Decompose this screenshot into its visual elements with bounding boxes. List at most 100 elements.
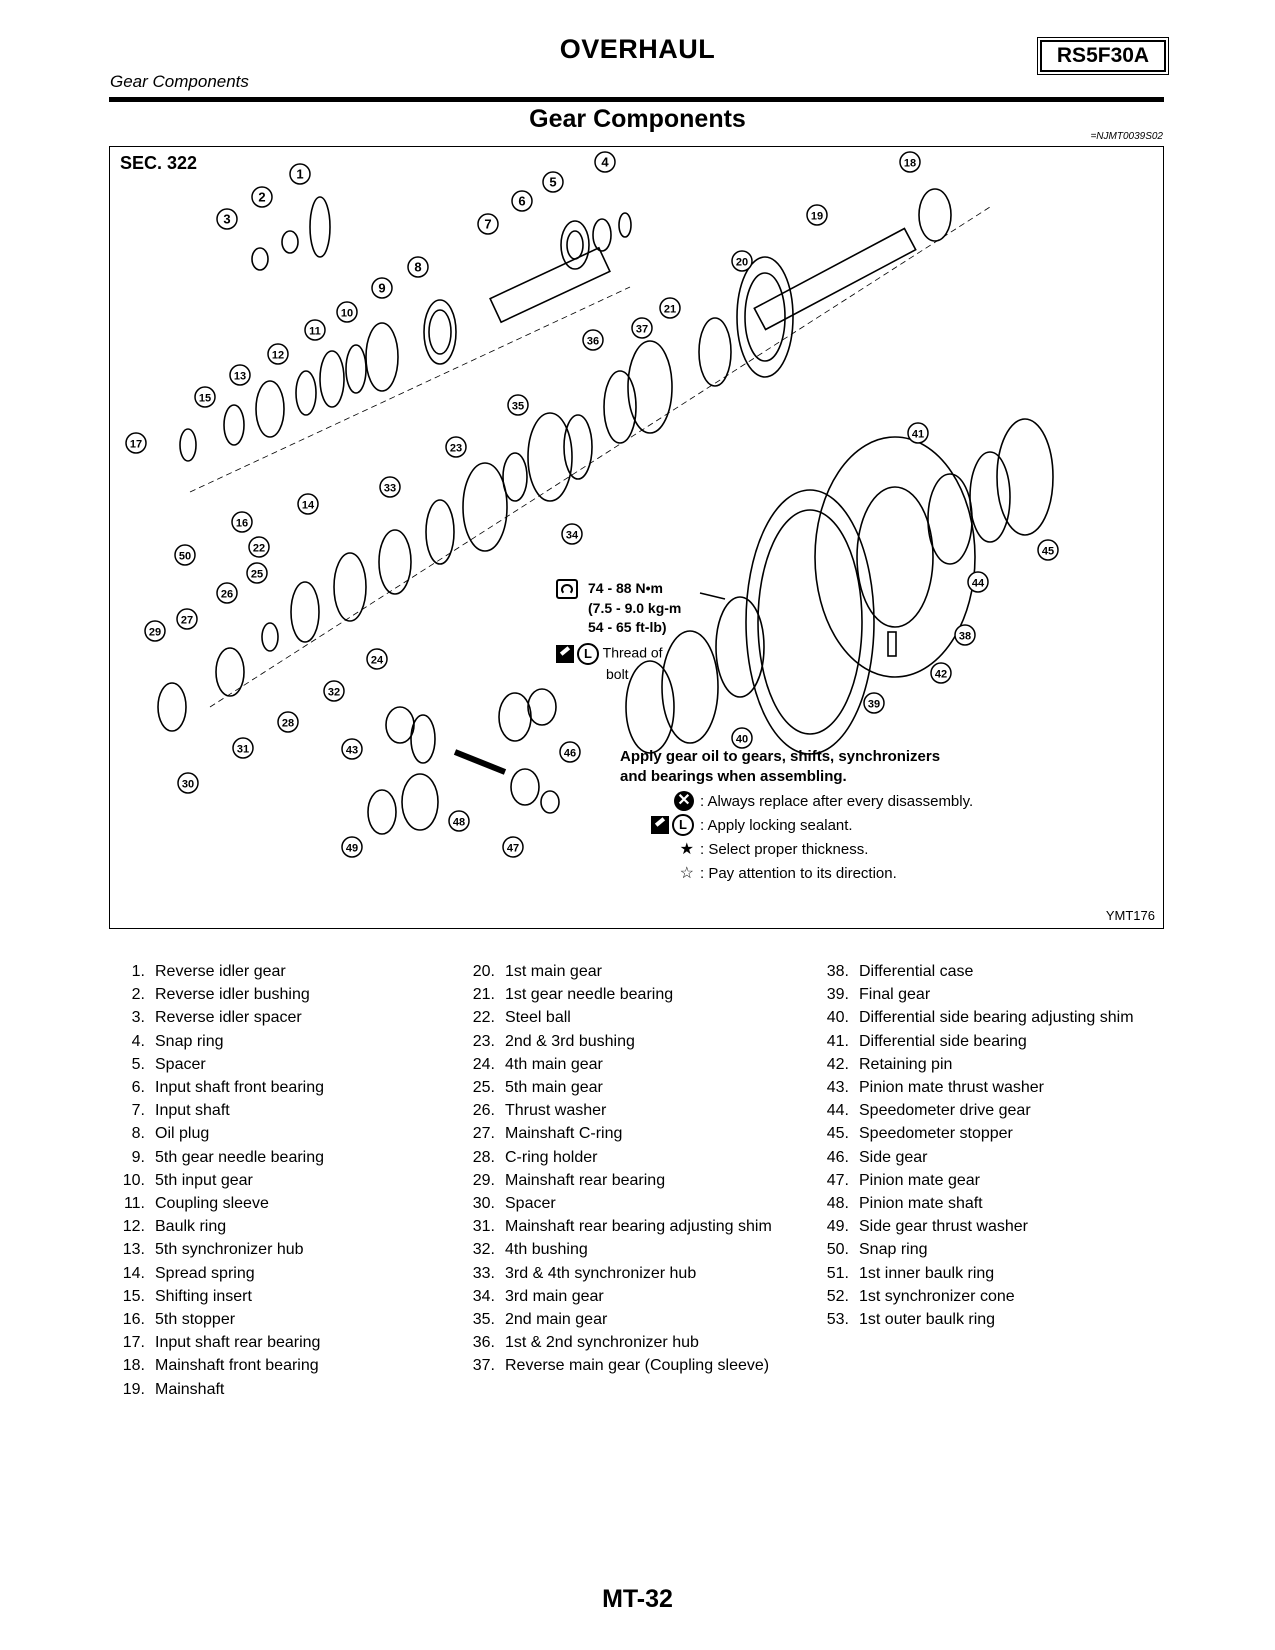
callout-number: 28 bbox=[282, 718, 294, 730]
callout-circle bbox=[561, 523, 583, 545]
callout-circle bbox=[594, 151, 616, 173]
parts-list-item: 8.Oil plug bbox=[108, 1122, 448, 1145]
callout-circle bbox=[507, 394, 529, 416]
legend-row-direction: ☆ : Pay attention to its direction. bbox=[650, 861, 973, 885]
part-name: 1st & 2nd synchronizer hub bbox=[505, 1334, 699, 1352]
part-number: 51. bbox=[826, 1264, 849, 1282]
parts-list-item: 18.Mainshaft front bearing bbox=[108, 1354, 448, 1377]
third-fourth-hub-drawing bbox=[378, 529, 412, 595]
part-number: 20. bbox=[472, 963, 495, 980]
callout-number: 17 bbox=[130, 439, 142, 451]
callout-circle bbox=[930, 662, 952, 684]
callout-number: 48 bbox=[453, 817, 465, 829]
part-name: Input shaft front bearing bbox=[155, 1079, 324, 1097]
callout-number: 34 bbox=[566, 530, 579, 542]
part-number: 35. bbox=[472, 1311, 495, 1329]
part-number: 12. bbox=[122, 1218, 145, 1236]
callout-number: 35 bbox=[512, 401, 524, 413]
callout-circle bbox=[1037, 539, 1059, 561]
callout-circle bbox=[659, 297, 681, 319]
callout-number: 49 bbox=[346, 843, 358, 855]
callout-number: 43 bbox=[346, 745, 358, 757]
part-name: Differential side bearing adjusting shim bbox=[859, 1009, 1134, 1027]
part-number: 36. bbox=[472, 1334, 495, 1352]
callout-circle bbox=[477, 213, 499, 235]
part-name: C-ring holder bbox=[505, 1148, 598, 1166]
part-number: 23. bbox=[472, 1032, 495, 1050]
callout-number: 6 bbox=[518, 194, 525, 209]
callout-number: 4 bbox=[601, 155, 609, 170]
callout-number: 41 bbox=[912, 429, 924, 441]
part-name: Mainshaft bbox=[155, 1380, 225, 1398]
callout-number: 45 bbox=[1042, 546, 1054, 558]
part-number: 50. bbox=[826, 1241, 849, 1259]
legend-text-thickness: : Select proper thickness. bbox=[700, 840, 869, 858]
callout-circle bbox=[232, 737, 254, 759]
parts-list-item: 16.5th stopper bbox=[108, 1308, 448, 1331]
part-name: 5th synchronizer hub bbox=[155, 1241, 304, 1259]
replace-icon: ✕ bbox=[674, 791, 694, 811]
part-name: 2nd & 3rd bushing bbox=[505, 1032, 635, 1050]
thread-note-line2: bolt bbox=[606, 666, 629, 682]
part-name: 1st gear needle bearing bbox=[505, 986, 674, 1004]
callout-circle bbox=[323, 680, 345, 702]
legend-heading-line2: and bearings when assembling. bbox=[620, 768, 847, 785]
part-name: 1st synchronizer cone bbox=[859, 1287, 1015, 1305]
parts-list-item: 48.Pinion mate shaft bbox=[812, 1192, 1162, 1215]
part-name: Mainshaft C-ring bbox=[505, 1125, 623, 1143]
snap-ring-drawing bbox=[179, 428, 197, 462]
part-name: 3rd main gear bbox=[505, 1287, 604, 1305]
fifth-input-gear-drawing bbox=[423, 299, 457, 365]
parts-list-item: 24.4th main gear bbox=[458, 1053, 798, 1076]
final-gear-drawing bbox=[745, 489, 875, 755]
part-number: 11. bbox=[123, 1195, 145, 1213]
parts-list-item: 12.Baulk ring bbox=[108, 1215, 448, 1238]
model-code-badge: RS5F30A bbox=[1037, 37, 1169, 75]
part-number: 39. bbox=[826, 986, 849, 1004]
callout-circle bbox=[267, 343, 289, 365]
callout-circle bbox=[379, 476, 401, 498]
part-number: 42. bbox=[826, 1055, 849, 1073]
callout-circle bbox=[371, 277, 393, 299]
spacer-shim-drawing bbox=[157, 682, 187, 732]
part-name: Mainshaft rear bearing bbox=[505, 1171, 666, 1189]
parts-list-item: 7.Input shaft bbox=[108, 1099, 448, 1122]
part-name: Pinion mate gear bbox=[859, 1171, 980, 1189]
part-name: 4th main gear bbox=[505, 1055, 603, 1073]
part-number: 31. bbox=[472, 1218, 495, 1236]
part-number: 40. bbox=[826, 1009, 849, 1027]
callout-number: 40 bbox=[736, 734, 748, 746]
part-number: 10. bbox=[122, 1171, 145, 1189]
part-name: Mainshaft front bearing bbox=[155, 1357, 319, 1375]
part-number: 25. bbox=[472, 1079, 495, 1097]
callout-number: 30 bbox=[182, 779, 194, 791]
callout-number: 1 bbox=[296, 167, 303, 182]
fifth-hub-drawing bbox=[319, 350, 345, 408]
mainshaft-drawing bbox=[753, 227, 917, 331]
torque-wrench-icon bbox=[556, 579, 578, 600]
callout-circle bbox=[445, 436, 467, 458]
callout-circle bbox=[731, 250, 753, 272]
part-name: 1st outer baulk ring bbox=[859, 1311, 996, 1329]
callout-number: 19 bbox=[811, 211, 823, 223]
thread-note: L Thread of bolt bbox=[556, 643, 663, 684]
reference-code: =NJMT0039S02 bbox=[1090, 131, 1163, 142]
part-number: 34. bbox=[472, 1287, 495, 1305]
part-number: 14. bbox=[122, 1264, 145, 1282]
callout-number: 25 bbox=[251, 569, 263, 581]
part-name: 5th gear needle bearing bbox=[155, 1148, 325, 1166]
parts-list-item: 17.Input shaft rear bearing bbox=[108, 1331, 448, 1354]
parts-list-item: 36. 1st & 2nd synchronizer hub bbox=[458, 1331, 798, 1354]
callout-number: 29 bbox=[149, 627, 161, 639]
callout-number: 26 bbox=[221, 589, 233, 601]
parts-list-item: 44.Speedometer drive gear bbox=[812, 1099, 1162, 1122]
callout-circle bbox=[216, 208, 238, 230]
part-number: 19. bbox=[122, 1380, 145, 1398]
torque-value-nm: 74 - 88 N•m bbox=[588, 580, 663, 596]
part-name: Oil plug bbox=[155, 1125, 210, 1143]
parts-list-item: 47.Pinion mate gear bbox=[812, 1169, 1162, 1192]
parts-list-item: 21.1st gear needle bearing bbox=[458, 983, 798, 1006]
header-subtitle: Gear Components bbox=[110, 72, 249, 91]
